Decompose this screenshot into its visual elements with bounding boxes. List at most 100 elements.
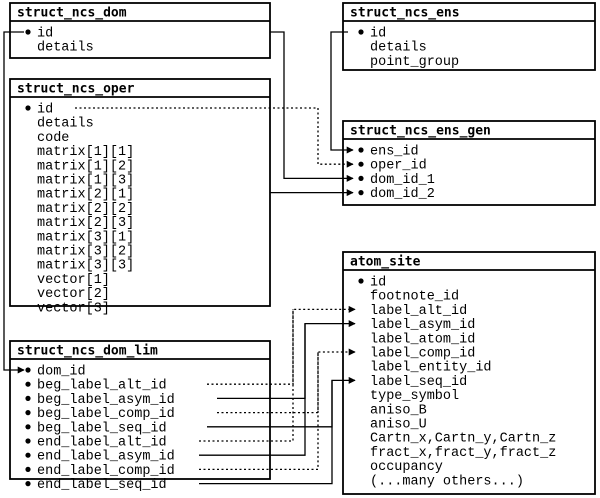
key-bullet-icon	[25, 410, 31, 416]
field-label: oper_id	[370, 159, 427, 174]
key-bullet-icon	[25, 452, 31, 458]
key-bullet-icon	[25, 29, 31, 35]
field-row: matrix[3][3]	[37, 259, 134, 274]
table-title: struct_ncs_ens	[350, 6, 460, 21]
field-label: matrix[3][1]	[37, 230, 134, 245]
field-row: code	[37, 131, 69, 146]
key-bullet-icon	[25, 481, 31, 487]
table-box	[9, 340, 271, 480]
field-row: end_label_comp_id	[25, 464, 175, 479]
field-row: dom_id_1	[358, 173, 435, 188]
field-label: beg_label_asym_id	[37, 393, 175, 408]
table-title: struct_ncs_oper	[17, 82, 135, 97]
field-row: label_entity_id	[370, 361, 492, 376]
field-label: beg_label_comp_id	[37, 407, 175, 422]
table-struct-ncs-ens-gen: struct_ncs_ens_genens_idoper_iddom_id_1d…	[342, 120, 596, 206]
link-ens-id-to-ensgen-ens-id	[330, 31, 354, 154]
field-label: dom_id	[37, 365, 86, 380]
table-title: struct_ncs_dom_lim	[17, 344, 158, 359]
field-row: dom_id	[25, 365, 86, 380]
field-row: id	[25, 103, 53, 118]
key-bullet-icon	[25, 438, 31, 444]
key-bullet-icon	[358, 147, 364, 153]
field-label: matrix[1][2]	[37, 159, 134, 174]
field-label: id	[370, 276, 386, 291]
field-row: matrix[2][3]	[37, 216, 134, 231]
field-row: beg_label_asym_id	[25, 393, 175, 408]
table-box	[342, 120, 596, 206]
key-bullet-icon	[25, 466, 31, 472]
field-label: type_symbol	[370, 389, 459, 404]
field-label: id	[37, 103, 53, 118]
field-label: vector[2]	[37, 287, 110, 302]
field-label: matrix[2][1]	[37, 188, 134, 203]
field-label: matrix[3][3]	[37, 259, 134, 274]
field-label: footnote_id	[370, 290, 459, 305]
field-row: id	[25, 27, 53, 42]
field-label: id	[37, 27, 53, 42]
field-row: aniso_U	[370, 418, 427, 433]
field-row: fract_x,fract_y,fract_z	[370, 446, 556, 461]
field-row: id	[358, 276, 386, 291]
field-label: end_label_asym_id	[37, 450, 175, 465]
field-label: (...many others...)	[370, 474, 524, 489]
table-struct-ncs-oper: struct_ncs_operiddetailscodematrix[1][1]…	[9, 78, 271, 316]
field-row: matrix[2][2]	[37, 202, 134, 217]
field-row: id	[358, 27, 386, 42]
field-label: label_seq_id	[370, 375, 467, 390]
field-row: label_comp_id	[370, 347, 475, 362]
field-row: details	[37, 117, 94, 132]
link-domlim-end-label-alt-id-to-atom-label-alt-id	[199, 309, 294, 442]
field-label: dom_id_2	[370, 187, 435, 202]
key-bullet-icon	[25, 381, 31, 387]
link-dom-id-to-domlim-dom-id	[3, 31, 25, 374]
field-label: end_label_alt_id	[37, 436, 167, 451]
field-label: matrix[2][3]	[37, 216, 134, 231]
table-atom-site: atom_siteidfootnote_idlabel_alt_idlabel_…	[342, 251, 596, 495]
field-label: label_alt_id	[370, 304, 467, 319]
field-label: details	[370, 41, 427, 56]
field-label: vector[1]	[37, 273, 110, 288]
field-row: aniso_B	[370, 403, 427, 418]
field-label: dom_id_1	[370, 173, 435, 188]
field-label: id	[370, 27, 386, 42]
link-domlim-end-label-asym-id-to-atom-label-asym-id	[199, 323, 306, 456]
link-domlim-end-label-seq-id-to-atom-label-seq-id	[199, 380, 333, 485]
field-label: details	[37, 41, 94, 56]
table-box	[9, 2, 271, 59]
field-row: matrix[3][2]	[37, 245, 134, 260]
field-label: aniso_B	[370, 403, 427, 418]
field-label: ens_id	[370, 145, 419, 160]
field-label: label_asym_id	[370, 318, 475, 333]
field-row: matrix[1][2]	[37, 159, 134, 174]
field-label: end_label_comp_id	[37, 464, 175, 479]
field-row: matrix[3][1]	[37, 230, 134, 245]
field-row: beg_label_comp_id	[25, 407, 175, 422]
field-row: dom_id_2	[358, 187, 435, 202]
key-bullet-icon	[25, 105, 31, 111]
field-row: details	[370, 41, 427, 56]
field-label: occupancy	[370, 460, 443, 475]
link-domlim-end-label-comp-id-to-atom-label-comp-id	[199, 352, 319, 471]
field-label: beg_label_seq_id	[37, 421, 167, 436]
field-row: vector[1]	[37, 273, 110, 288]
field-label: details	[37, 117, 94, 132]
table-box	[342, 251, 596, 495]
link-dom-id-to-ensgen-dom-id-1	[270, 31, 354, 182]
field-row: details	[37, 41, 94, 56]
field-row: label_alt_id	[370, 304, 467, 319]
field-row: ens_id	[358, 145, 419, 160]
field-row: occupancy	[370, 460, 443, 475]
link-domlim-beg-label-comp-id-to-atom-label-comp-id	[217, 348, 356, 414]
key-bullet-icon	[25, 424, 31, 430]
field-label: vector[3]	[37, 301, 110, 316]
field-label: aniso_U	[370, 418, 427, 433]
field-row: point_group	[370, 55, 459, 70]
field-row: matrix[2][1]	[37, 188, 134, 203]
field-label: end_label_seq_id	[37, 478, 167, 493]
field-row: beg_label_alt_id	[25, 379, 167, 394]
link-oper-id-to-ensgen-oper-id	[75, 107, 354, 168]
field-row: matrix[1][1]	[37, 145, 134, 160]
field-row: footnote_id	[370, 290, 459, 305]
